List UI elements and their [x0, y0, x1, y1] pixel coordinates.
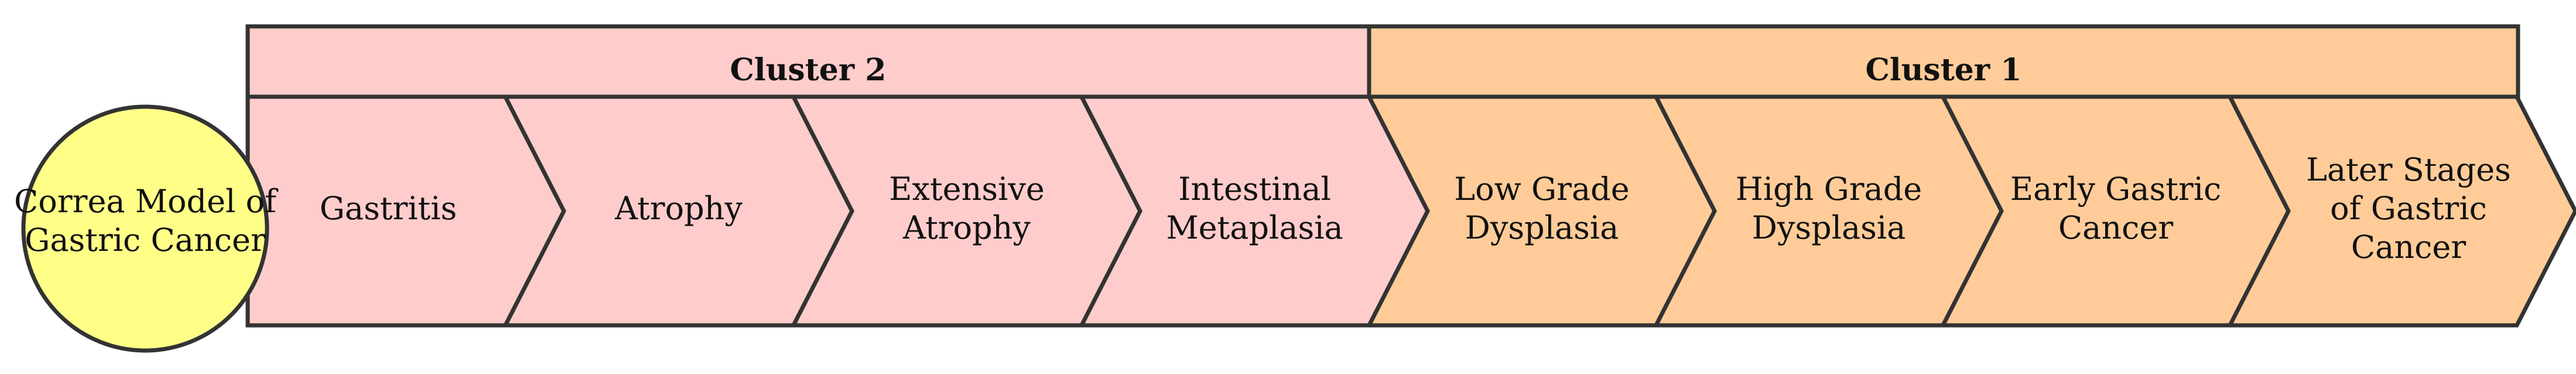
cluster-2-header — [245, 24, 1371, 99]
stage-label-2-line-1: Atrophy — [614, 190, 743, 227]
stage-label-8-line-3: Cancer — [2351, 229, 2466, 266]
stage-chevron-8 — [2226, 94, 2576, 328]
title-circle-shape — [21, 104, 269, 353]
stage-label-6-line-2: Dysplasia — [1752, 209, 1906, 246]
stage-label-3-line-2: Atrophy — [902, 209, 1031, 246]
stage-label-3-line-1: Extensive — [889, 171, 1045, 208]
cluster-1-header — [1367, 24, 2520, 99]
stage-label-8-line-2: of Gastric — [2330, 190, 2487, 227]
stage-label-4-line-1: Intestinal — [1178, 171, 1331, 208]
stage-label-4-line-2: Metaplasia — [1166, 209, 1343, 246]
cluster-2-label: Cluster 2 — [730, 52, 886, 88]
stage-label-8-line-1: Later Stages — [2306, 151, 2511, 188]
title-circle: Correa Model of Gastric Cancer — [14, 104, 279, 353]
title-circle-line-2: Gastric Cancer — [25, 222, 266, 259]
cluster-headers: Cluster 2 Cluster 1 — [245, 24, 2520, 99]
title-circle-line-1: Correa Model of — [14, 183, 279, 220]
stage-label-1-line-1: Gastritis — [320, 190, 457, 227]
stage-label-5-line-2: Dysplasia — [1465, 209, 1619, 246]
stage-label-5-line-1: Low Grade — [1454, 171, 1629, 208]
cluster-1-label: Cluster 1 — [1865, 52, 2021, 88]
stage-label-7-line-2: Cancer — [2058, 209, 2173, 246]
stage-label-7-line-1: Early Gastric — [2010, 171, 2221, 208]
stage-label-6-line-1: High Grade — [1736, 171, 1922, 208]
